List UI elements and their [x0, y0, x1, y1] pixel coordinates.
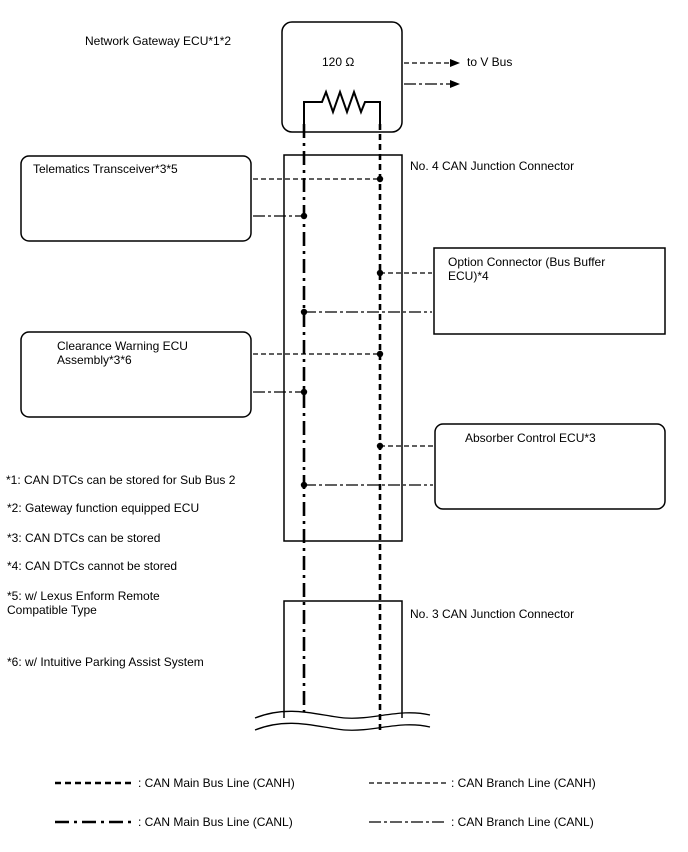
- break-line-lower: [254, 722, 431, 731]
- absorber-control-ecu-box: [434, 423, 666, 510]
- v-bus-canl-arrowhead: [450, 80, 460, 88]
- resistor-label: 120 Ω: [322, 55, 354, 69]
- telematics-transceiver-box: [20, 155, 252, 242]
- break-line-upper: [254, 710, 431, 719]
- note-5-line2: Compatible Type: [7, 603, 97, 617]
- gateway-ecu-box: [281, 21, 403, 133]
- option-connector-label-line1: Option Connector (Bus Buffer: [448, 255, 605, 269]
- junction-dot: [376, 269, 384, 277]
- legend-main-canh-label: : CAN Main Bus Line (CANH): [138, 776, 295, 790]
- telematics-transceiver-label: Telematics Transceiver*3*5: [33, 162, 178, 176]
- junction-dot: [376, 175, 384, 183]
- clearance-warning-label-line1: Clearance Warning ECU: [57, 339, 188, 353]
- absorber-control-ecu-label: Absorber Control ECU*3: [465, 431, 596, 445]
- legend-branch-canl-label: : CAN Branch Line (CANL): [451, 815, 594, 829]
- option-connector-label-line2: ECU)*4: [448, 269, 489, 283]
- junction-connector-3-label: No. 3 CAN Junction Connector: [410, 607, 574, 621]
- note-4: *4: CAN DTCs cannot be stored: [7, 559, 177, 573]
- junction-dot: [376, 442, 384, 450]
- resistor-symbol: [303, 88, 381, 124]
- note-1: *1: CAN DTCs can be stored for Sub Bus 2: [6, 473, 236, 487]
- legend-main-canl-label: : CAN Main Bus Line (CANL): [138, 815, 293, 829]
- junction-connector-4-box: [283, 154, 403, 542]
- note-6: *6: w/ Intuitive Parking Assist System: [7, 655, 204, 669]
- legend-branch-canh-label: : CAN Branch Line (CANH): [451, 776, 596, 790]
- junction-connector-3-box: [283, 600, 403, 718]
- note-2: *2: Gateway function equipped ECU: [7, 501, 199, 515]
- clearance-warning-ecu-box: [20, 331, 252, 418]
- gateway-ecu-label: Network Gateway ECU*1*2: [85, 34, 231, 48]
- note-3: *3: CAN DTCs can be stored: [7, 531, 160, 545]
- v-bus-canh-arrowhead: [450, 59, 460, 67]
- junction-dot: [300, 308, 308, 316]
- clearance-warning-label-line2: Assembly*3*6: [57, 353, 132, 367]
- note-5-line1: *5: w/ Lexus Enform Remote: [7, 589, 160, 603]
- to-v-bus-label: to V Bus: [467, 55, 512, 69]
- option-connector-box: [433, 247, 666, 335]
- junction-connector-4-label: No. 4 CAN Junction Connector: [410, 159, 574, 173]
- junction-dot: [300, 212, 308, 220]
- junction-dot: [300, 388, 308, 396]
- junction-dot: [376, 350, 384, 358]
- junction-dot: [300, 481, 308, 489]
